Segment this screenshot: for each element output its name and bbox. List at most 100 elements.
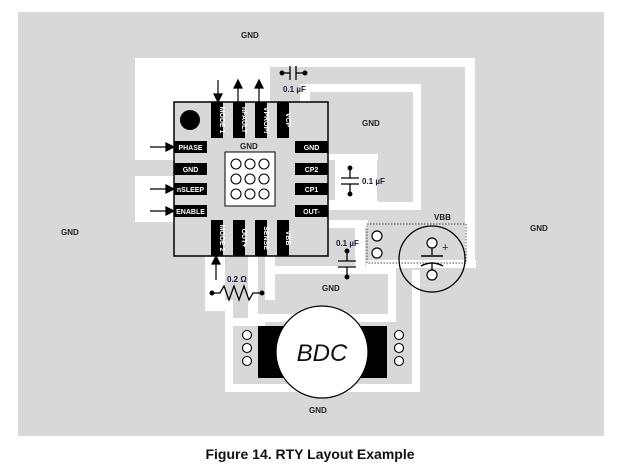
trace-top-horizontal [135,58,475,67]
thermal-via [244,173,256,185]
trace-vbb-down [355,220,365,268]
arrow-in-mode2-icon [211,254,221,280]
trace-gnd-mid-top [275,266,395,274]
gnd-label-top: GND [241,31,259,40]
trace-sense-left [205,300,233,310]
capacitor-vcp-icon [279,66,308,80]
bulk-capacitor-icon [398,225,466,293]
pin-label-vcp: VCP [284,113,291,128]
pin-label-gnd: GND [304,145,320,152]
motor-hole [241,355,253,367]
trace-cp-line [328,154,378,160]
pin-label-out: OUT+ [240,229,247,248]
pin-label-cp2: CP2 [305,167,319,174]
signal-arrows [150,78,264,280]
arrow-out-vpropi-icon [254,78,264,102]
thermal-via [258,173,270,185]
pin-enable-left [174,205,207,217]
trace-vbb-right [366,260,476,268]
pin-out-right [295,205,328,217]
pin-phase-left [174,141,207,153]
pin-gnd-left [174,163,207,175]
pin-label-sense: SENSE [262,226,269,250]
cap-vbb-label: 0.1 µF [336,239,359,248]
pin-nsleep-left [174,183,207,195]
gnd-label-middle: GND [322,284,340,293]
bdc-motor-label: BDC [297,340,348,367]
thermal-via [230,173,242,185]
motor-hole [393,342,405,354]
trace-mode2-area [205,256,225,311]
pin-out [233,220,245,256]
cap-vcp-label: 0.1 µF [283,85,306,94]
pin-sense [255,220,267,256]
pin-vcp [277,102,289,138]
left-pins: PHASE GND nSLEEP ENABLE [174,141,207,217]
top-pins: MODE 1 nFAULT VPROPI VCP [211,102,291,138]
thermal-via [230,188,242,200]
gnd-label-bottom: GND [309,406,327,415]
figure-caption: Figure 14. RTY Layout Example [205,446,415,462]
vbb-label: VBB [434,213,451,222]
trace-out-plus [248,256,258,326]
trace-cp-box [335,154,377,206]
vbb-connector-outline [366,223,467,264]
motor-hole [393,329,405,341]
sense-resistor-icon [209,284,265,302]
trace-gnd-mid-right [388,266,396,322]
trace-motor-left [225,300,233,392]
pin-label-mode-1: MODE 1 [218,107,225,134]
motor-hole [241,342,253,354]
trace-inner-top [300,84,420,92]
resistor-label: 0.2 Ω [227,275,247,284]
pin-label-vpropi: VPROPI [262,107,269,134]
pin-cp1-right [295,183,328,195]
pin-label-out: OUT- [303,209,320,216]
thermal-via [258,158,270,170]
gnd-label-upper-right: GND [362,119,380,128]
trace-sense [265,256,275,300]
gnd-label-right: GND [530,224,548,233]
pin1-marker [180,110,200,130]
pin-label-mode-2: MODE 2 [218,225,225,252]
pin-label-nsleep: nSLEEP [177,187,205,194]
trace-motor-right [412,270,420,392]
trace-inner-right [413,84,421,209]
thermal-via [230,158,242,170]
trace-mid-right [328,202,421,210]
thermal-vias [230,158,270,200]
pin-label-phase: PHASE [178,145,202,152]
arrow-in-nsleep-icon [150,184,176,194]
pin-vbb [277,220,289,256]
bdc-motor-body [275,305,369,399]
arrow-in-mode1-icon [213,80,223,104]
capacitor-cp-icon [341,165,359,197]
pin-label-nfault: nFAULT [240,107,247,134]
motor-hole [241,329,253,341]
cap-cp-label: 0.1 µF [362,177,385,186]
arrow-in-enable-icon [150,206,176,216]
bottom-pins: MODE 2 OUT+ SENSE VBB [211,220,291,256]
trace-motor-top-left [225,318,265,326]
capacitor-vbb-icon [338,248,356,280]
pin-label-enable: ENABLE [176,209,205,216]
pin-label-vbb: VBB [284,231,291,246]
gnd-label-chip: GND [240,142,258,151]
arrow-out-nfault-icon [233,78,243,102]
trace-vbb-horizontal [328,220,368,228]
bulk-cap-plus-sign: + [442,242,448,254]
arrow-in-phase-icon [150,142,176,152]
pin-mode-2 [211,220,223,256]
pin-nfault [233,102,245,138]
pin-vpropi [255,102,267,138]
pin-cp2-right [295,163,328,175]
vbb-connector-hole-1 [371,230,383,242]
motor-hole [393,355,405,367]
pin-gnd-right [295,141,328,153]
thermal-via [244,188,256,200]
pin-label-gnd: GND [183,167,199,174]
thermal-via [244,158,256,170]
motor-holes [241,329,405,367]
